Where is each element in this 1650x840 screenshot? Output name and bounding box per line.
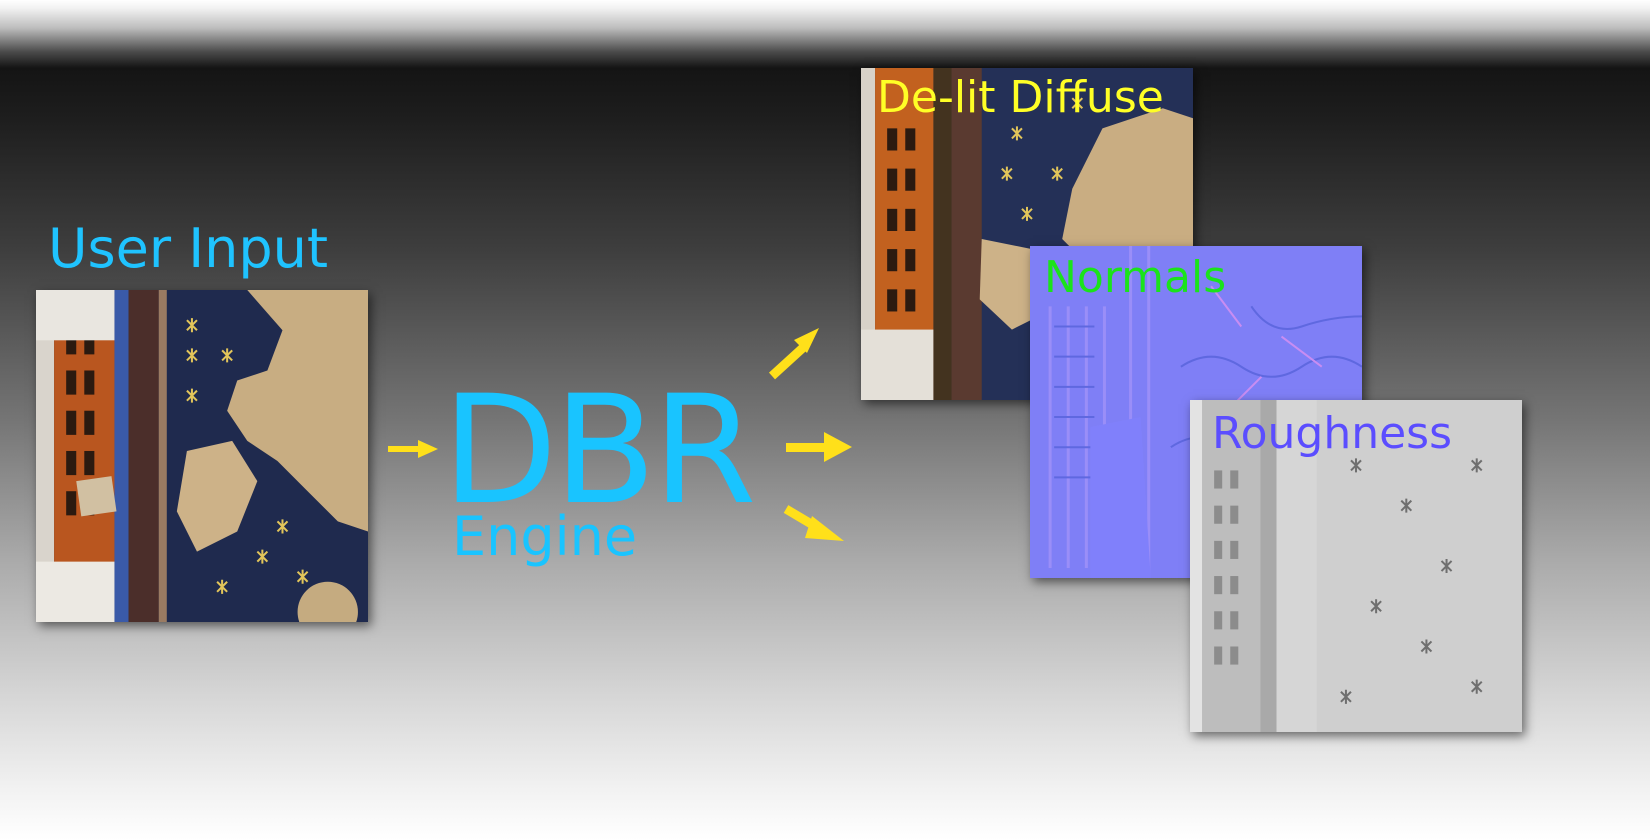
diffuse-label: De-lit Diffuse bbox=[877, 72, 1164, 123]
normals-label: Normals bbox=[1044, 252, 1227, 303]
arrow-up-right-icon bbox=[768, 328, 819, 380]
arrow-right-icon bbox=[786, 432, 852, 462]
user-input-label: User Input bbox=[48, 217, 329, 280]
output-roughness-tile: Roughness bbox=[1190, 400, 1522, 732]
arrow-down-right-icon bbox=[783, 505, 844, 541]
engine-name: DBR bbox=[442, 364, 757, 538]
engine-subtitle: Engine bbox=[452, 505, 638, 568]
user-input-image bbox=[36, 290, 368, 622]
roughness-label: Roughness bbox=[1212, 408, 1453, 459]
